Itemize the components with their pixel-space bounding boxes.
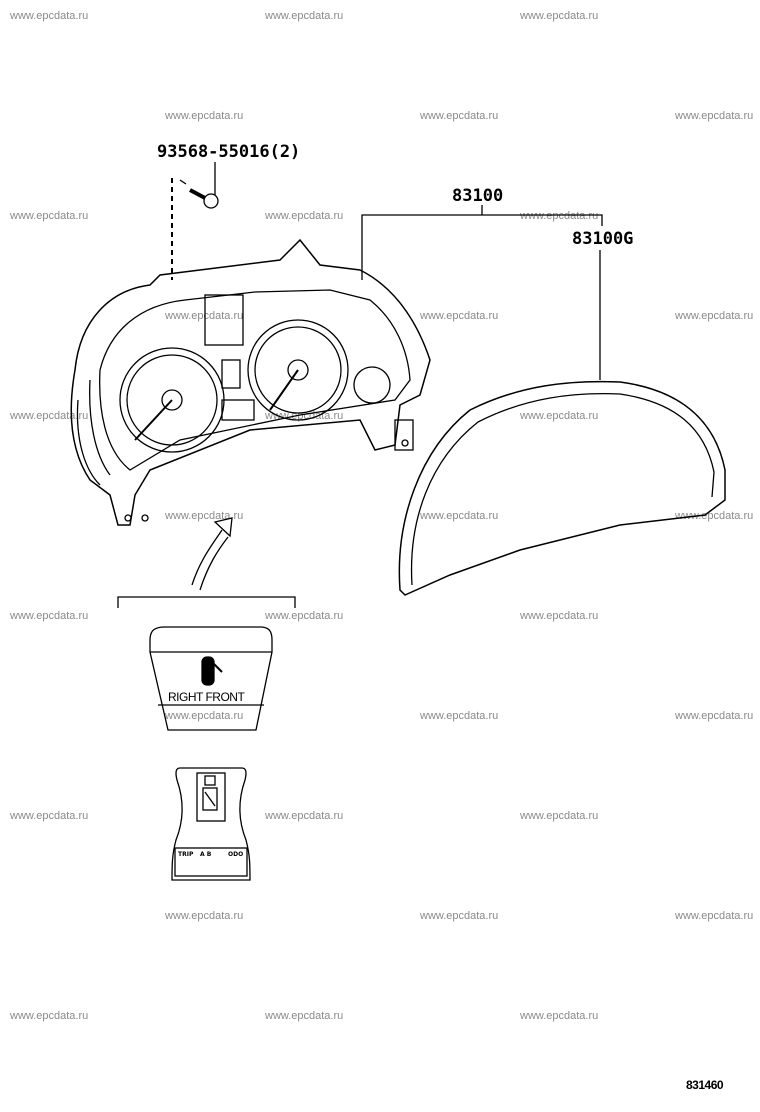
watermark: www.epcdata.ru: [265, 10, 344, 22]
watermark: www.epcdata.ru: [10, 810, 89, 822]
part-label-meter[interactable]: 83100: [452, 186, 504, 206]
diagram-code: 831460: [686, 1078, 724, 1092]
watermark: www.epcdata.ru: [420, 310, 499, 322]
watermark: www.epcdata.ru: [165, 710, 244, 722]
watermark: www.epcdata.ru: [10, 1010, 89, 1022]
watermark: www.epcdata.ru: [420, 710, 499, 722]
odo-odo-label: ODO: [228, 851, 244, 858]
watermark: www.epcdata.ru: [10, 610, 89, 622]
watermark: www.epcdata.ru: [675, 510, 754, 522]
watermark: www.epcdata.ru: [265, 810, 344, 822]
watermark: www.epcdata.ru: [520, 810, 599, 822]
part-label-screw[interactable]: 93568-55016(2): [157, 142, 301, 162]
screw-icon: [179, 179, 219, 209]
watermark: www.epcdata.ru: [520, 1010, 599, 1022]
watermark: www.epcdata.ru: [165, 310, 244, 322]
watermark: www.epcdata.ru: [675, 710, 754, 722]
meter-glass-drawing: [398, 380, 726, 596]
watermark: www.epcdata.ru: [520, 10, 599, 22]
watermark: www.epcdata.ru: [265, 210, 344, 222]
door-display-drawing: [149, 626, 273, 731]
watermark: www.epcdata.ru: [675, 110, 754, 122]
odo-display-drawing: [171, 767, 251, 881]
car-door-icon: [201, 656, 215, 686]
part-label-glass[interactable]: 83100G: [572, 229, 634, 249]
watermark: www.epcdata.ru: [265, 1010, 344, 1022]
watermark: www.epcdata.ru: [420, 110, 499, 122]
watermark: www.epcdata.ru: [265, 610, 344, 622]
arrow-head-icon: [213, 517, 233, 538]
watermark: www.epcdata.ru: [420, 510, 499, 522]
watermark: www.epcdata.ru: [520, 210, 599, 222]
watermark: www.epcdata.ru: [420, 910, 499, 922]
watermark: www.epcdata.ru: [165, 510, 244, 522]
watermark: www.epcdata.ru: [675, 910, 754, 922]
watermark: www.epcdata.ru: [520, 610, 599, 622]
arrow-line: [191, 529, 223, 586]
watermark: www.epcdata.ru: [165, 110, 244, 122]
odo-ab-label: A B: [200, 851, 212, 858]
leader-83100: [361, 214, 603, 280]
watermark: www.epcdata.ru: [10, 210, 89, 222]
watermark: www.epcdata.ru: [10, 410, 89, 422]
watermark: www.epcdata.ru: [10, 10, 89, 22]
odo-trip-label: TRIP: [178, 851, 194, 858]
door-display-text: RIGHT FRONT: [168, 690, 245, 704]
watermark: www.epcdata.ru: [675, 310, 754, 322]
combination-meter-drawing: [70, 238, 431, 526]
detail-bracket: [117, 596, 296, 608]
watermark: www.epcdata.ru: [165, 910, 244, 922]
watermark: www.epcdata.ru: [520, 410, 599, 422]
